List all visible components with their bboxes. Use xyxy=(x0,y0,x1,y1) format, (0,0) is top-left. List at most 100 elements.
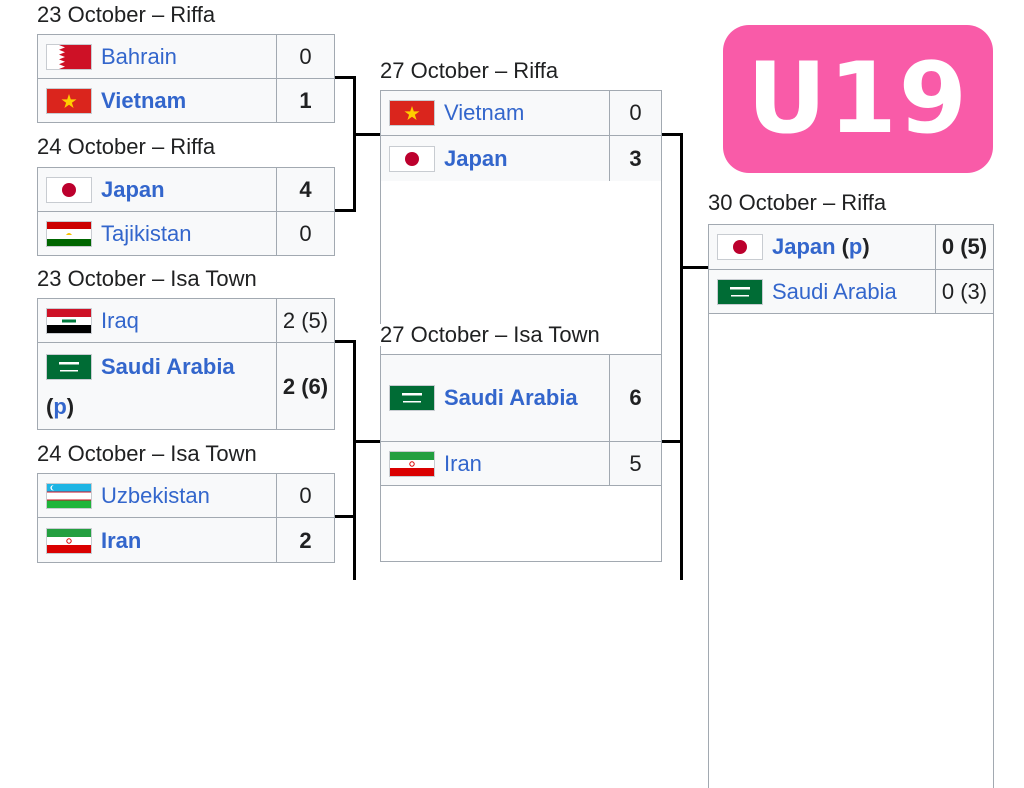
team-name[interactable]: Vietnam xyxy=(101,88,187,113)
vietnam-flag-icon xyxy=(389,100,435,126)
saudi-arabia-flag-icon xyxy=(389,385,435,411)
team-score: 0 (5) xyxy=(935,225,993,269)
team-saudi-arabia[interactable]: Saudi Arabia (p) xyxy=(46,343,235,430)
team-iran[interactable]: Iran xyxy=(389,442,482,486)
japan-flag-icon xyxy=(46,176,92,203)
japan-flag-icon xyxy=(389,145,435,172)
team-score: 5 xyxy=(609,442,661,486)
match-box-qf1: Bahrain 0 Vietnam 1 xyxy=(37,34,335,123)
vietnam-flag-icon xyxy=(46,88,92,114)
match-box-qf2: Japan 4 Tajikistan 0 xyxy=(37,167,335,256)
match-date: 30 October – Riffa xyxy=(708,190,887,215)
team-saudi-arabia[interactable]: Saudi Arabia xyxy=(389,355,578,441)
team-row: Japan 3 xyxy=(381,136,661,181)
paren-open: ( xyxy=(841,234,849,259)
team-name[interactable]: Japan xyxy=(101,176,165,202)
team-score: 2 xyxy=(276,518,334,563)
team-score: 0 xyxy=(276,212,334,256)
team-iraq[interactable]: Iraq xyxy=(46,299,139,342)
bracket-connector xyxy=(353,440,380,443)
iran-flag-icon xyxy=(389,451,435,477)
team-name[interactable]: Iran xyxy=(101,527,142,553)
iran-flag-icon xyxy=(46,527,92,554)
team-name[interactable]: Tajikistan xyxy=(101,221,192,246)
tajikistan-flag-icon xyxy=(46,221,92,247)
team-row: Saudi Arabia 6 xyxy=(381,355,661,442)
paren-open: ( xyxy=(46,393,54,419)
team-name[interactable]: Iran xyxy=(444,451,482,476)
paren-close: ) xyxy=(66,393,75,419)
team-name[interactable]: Vietnam xyxy=(444,100,525,125)
paren-close: ) xyxy=(862,234,870,259)
bahrain-flag-icon xyxy=(46,43,92,70)
match-box-qf4: Uzbekistan 0 Iran 2 xyxy=(37,473,335,563)
team-score: 4 xyxy=(276,168,334,211)
team-bahrain[interactable]: Bahrain xyxy=(46,35,177,78)
team-row: Saudi Arabia 0 (3) xyxy=(709,270,993,314)
bracket-connector xyxy=(335,209,355,212)
saudi-arabia-flag-icon xyxy=(717,278,763,305)
team-japan[interactable]: Japan xyxy=(389,136,508,181)
team-score: 0 xyxy=(276,35,334,78)
team-name[interactable]: Saudi Arabia xyxy=(772,278,897,304)
team-row: Iran 5 xyxy=(381,442,661,486)
team-iran[interactable]: Iran xyxy=(46,518,141,563)
team-name[interactable]: Japan xyxy=(772,234,836,259)
match-box-qf3: Iraq 2 (5) Saudi Arabia (p) 2 (6) xyxy=(37,298,335,430)
team-score: 3 xyxy=(609,136,661,181)
team-uzbekistan[interactable]: Uzbekistan xyxy=(46,474,210,517)
penalty-link[interactable]: p xyxy=(53,393,67,419)
bracket-connector xyxy=(353,133,380,136)
saudi-arabia-flag-icon xyxy=(46,353,92,380)
team-name[interactable]: Saudi Arabia xyxy=(444,385,578,410)
team-vietnam[interactable]: Vietnam xyxy=(389,91,524,135)
team-row: Tajikistan 0 xyxy=(38,212,334,256)
bracket-connector xyxy=(680,266,708,269)
team-tajikistan[interactable]: Tajikistan xyxy=(46,212,191,256)
team-score: 0 xyxy=(276,474,334,517)
team-row: Iraq 2 (5) xyxy=(38,299,334,343)
team-japan[interactable]: Japan xyxy=(46,168,165,211)
match-date: 24 October – Riffa xyxy=(37,134,216,159)
match-date: 24 October – Isa Town xyxy=(37,441,257,466)
team-name[interactable]: Uzbekistan xyxy=(101,482,210,508)
bracket-connector xyxy=(680,133,683,580)
team-row: Bahrain 0 xyxy=(38,35,334,79)
team-name[interactable]: Japan xyxy=(444,145,508,171)
team-row: Saudi Arabia (p) 2 (6) xyxy=(38,343,334,430)
penalty-marker: (p) xyxy=(842,234,870,260)
bracket-connector xyxy=(353,76,356,212)
bracket-connector xyxy=(353,340,356,580)
iraq-flag-icon xyxy=(46,307,92,334)
uzbekistan-flag-icon xyxy=(46,482,92,509)
team-name[interactable]: Iraq xyxy=(101,307,139,333)
match-date: 23 October – Riffa xyxy=(37,2,216,27)
bracket-connector xyxy=(335,76,355,79)
team-row: Vietnam 1 xyxy=(38,79,334,123)
match-box-final: Japan (p) 0 (5) Saudi Arabia 0 (3) xyxy=(708,224,994,788)
team-score: 0 xyxy=(609,91,661,135)
team-japan[interactable]: Japan (p) xyxy=(717,225,870,269)
bracket-connector xyxy=(335,515,355,518)
team-vietnam[interactable]: Vietnam xyxy=(46,79,186,123)
team-score: 0 (3) xyxy=(935,270,993,313)
team-score: 6 xyxy=(609,355,661,441)
bracket-connector xyxy=(662,440,682,443)
japan-flag-icon xyxy=(717,234,763,260)
match-date: 27 October – Isa Town xyxy=(380,322,600,347)
match-date: 23 October – Isa Town xyxy=(37,266,257,291)
u19-badge: U19 xyxy=(723,25,993,173)
team-row: Iran 2 xyxy=(38,518,334,563)
bracket-connector xyxy=(662,133,682,136)
penalty-link[interactable]: p xyxy=(848,234,863,259)
match-box-sf2: Saudi Arabia 6 Iran 5 xyxy=(380,354,662,486)
team-score: 1 xyxy=(276,79,334,123)
team-name[interactable]: Bahrain xyxy=(101,43,177,69)
team-row: Japan (p) 0 (5) xyxy=(709,225,993,270)
team-name[interactable]: Saudi Arabia xyxy=(101,353,235,379)
penalty-marker: (p) xyxy=(46,394,74,420)
match-date: 27 October – Riffa xyxy=(380,58,559,83)
team-score: 2 (6) xyxy=(276,343,334,430)
team-saudi-arabia[interactable]: Saudi Arabia xyxy=(717,270,897,313)
team-row: Vietnam 0 xyxy=(381,91,661,136)
